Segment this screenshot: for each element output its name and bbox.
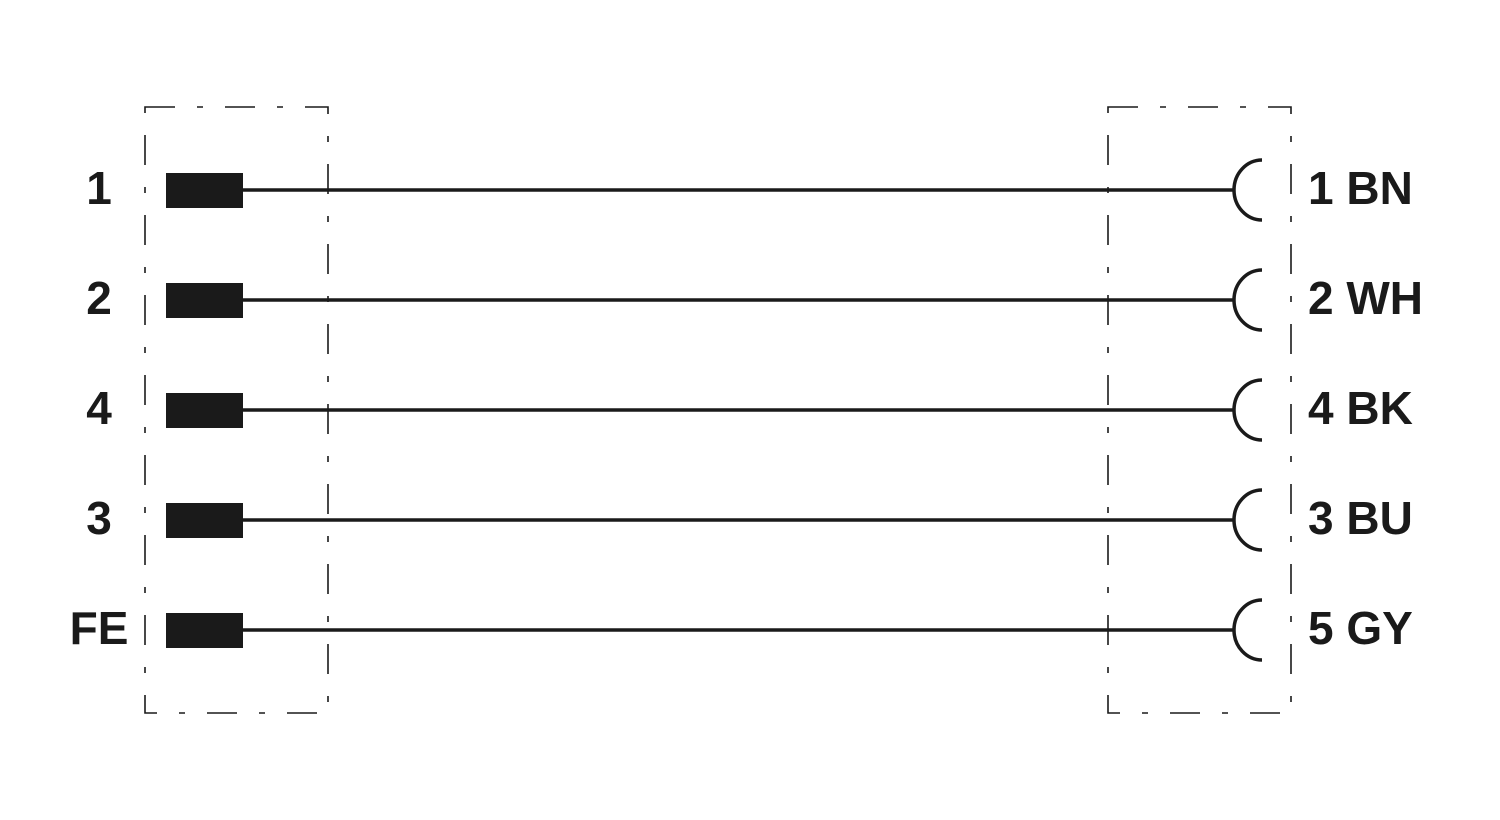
right-pin-label: 4 BK: [1308, 382, 1413, 434]
left-pin-label: 1: [86, 162, 112, 214]
right-pin-label: 5 GY: [1308, 602, 1413, 654]
right-pin-label: 2 WH: [1308, 272, 1423, 324]
female-socket-contact: [1232, 268, 1263, 332]
male-pin-contact: [166, 613, 243, 648]
male-pin-contact: [166, 283, 243, 318]
female-socket-contact: [1232, 598, 1263, 662]
female-socket-contact: [1232, 488, 1263, 552]
female-socket-contact: [1232, 158, 1263, 222]
left-pin-label: 3: [86, 492, 112, 544]
left-pin-label: 4: [86, 382, 112, 434]
male-pin-contact: [166, 393, 243, 428]
right-pin-label: 3 BU: [1308, 492, 1413, 544]
female-socket-contact: [1232, 378, 1263, 442]
male-pin-contact: [166, 173, 243, 208]
right-pin-label: 1 BN: [1308, 162, 1413, 214]
left-pin-label: FE: [70, 602, 129, 654]
right-connector-housing: [1107, 106, 1292, 714]
male-pin-contact: [166, 503, 243, 538]
left-pin-label: 2: [86, 272, 112, 324]
